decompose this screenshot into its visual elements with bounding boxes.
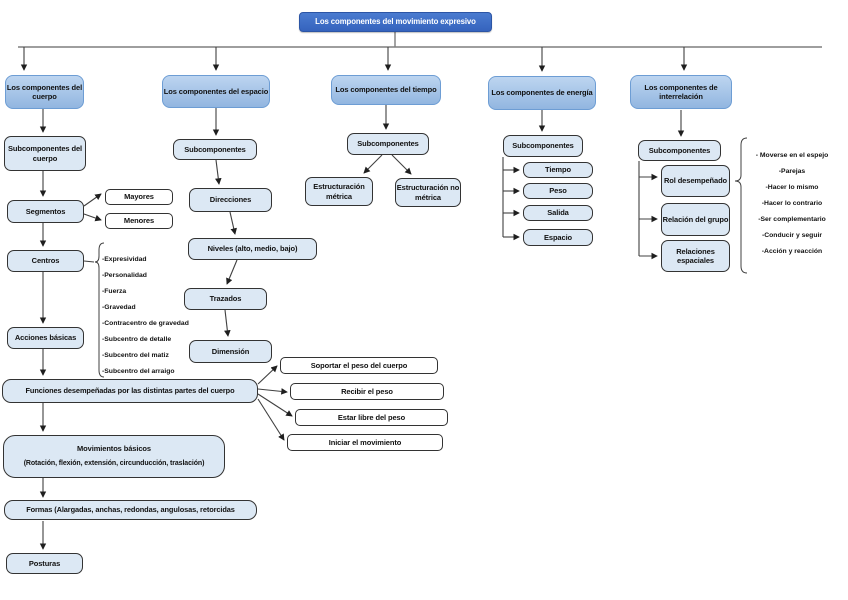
node-trazados: Trazados — [184, 288, 267, 310]
interrelacion-detail-item: -Hacer lo contrario — [761, 199, 823, 207]
interrelacion-detail-item: -Conducir y seguir — [761, 231, 823, 239]
centros-detail-item: -Expresividad — [102, 255, 147, 263]
interrelacion-detail-item: -Acción y reacción — [761, 247, 823, 255]
centros-detail-item: -Personalidad — [102, 271, 147, 279]
node-movimientos-basicos: Movimientos básicos (Rotación, flexión, … — [3, 435, 225, 478]
node-funciones: Funciones desempeñadas por las distintas… — [2, 379, 258, 403]
interrelacion-detail-item: - Moverse en el espejo — [755, 151, 829, 159]
node-relacion-del-grupo: Relación del grupo — [661, 203, 730, 236]
centros-detail-item: -Subcentro del arraigo — [102, 367, 175, 375]
interrelacion-detail-item: -Ser complementario — [758, 215, 826, 223]
node-relaciones-espaciales: Relaciones espaciales — [661, 240, 730, 272]
centros-detail-list: -Expresividad -Personalidad -Fuerza -Gra… — [102, 251, 197, 379]
node-root: Los componentes del movimiento expresivo — [299, 12, 492, 32]
node-energia-espacio: Espacio — [523, 229, 593, 246]
node-estructuracion-no-metrica: Estructuración no métrica — [395, 178, 461, 207]
node-header-tiempo: Los componentes del tiempo — [331, 75, 441, 105]
interrelacion-detail-list: - Moverse en el espejo -Parejas -Hacer l… — [740, 147, 844, 259]
node-subcomponentes-energia: Subcomponentes — [503, 135, 583, 157]
node-energia-tiempo: Tiempo — [523, 162, 593, 178]
node-iniciar-movimiento: Iniciar el movimiento — [287, 434, 443, 451]
node-subcomponentes-tiempo: Subcomponentes — [347, 133, 429, 155]
node-subcomponentes-interrelacion: Subcomponentes — [638, 140, 721, 161]
interrelacion-detail-item: -Hacer lo mismo — [765, 183, 819, 191]
node-header-interrelacion: Los componentes de interrelación — [630, 75, 732, 109]
node-mayores: Mayores — [105, 189, 173, 205]
centros-detail-item: -Contracentro de gravedad — [102, 319, 189, 327]
node-soportar-peso: Soportar el peso del cuerpo — [280, 357, 438, 374]
node-segmentos: Segmentos — [7, 200, 84, 223]
node-energia-salida: Salida — [523, 205, 593, 221]
node-estructuracion-metrica: Estructuración métrica — [305, 177, 373, 206]
movimientos-title: Movimientos básicos — [77, 443, 151, 453]
node-subcomponentes-espacio: Subcomponentes — [173, 139, 257, 160]
node-header-energia: Los componentes de energía — [488, 76, 596, 110]
interrelacion-detail-item: -Parejas — [778, 167, 806, 175]
node-recibir-peso: Recibir el peso — [290, 383, 444, 400]
node-header-espacio: Los componentes del espacio — [162, 75, 270, 108]
node-niveles: Niveles (alto, medio, bajo) — [188, 238, 317, 260]
node-centros: Centros — [7, 250, 84, 272]
node-estar-libre-peso: Estar libre del peso — [295, 409, 448, 426]
centros-detail-item: -Subcentro del matiz — [102, 351, 169, 359]
centros-detail-item: -Gravedad — [102, 303, 136, 311]
node-acciones-basicas: Acciones básicas — [7, 327, 84, 349]
node-posturas: Posturas — [6, 553, 83, 574]
node-formas: Formas (Alargadas, anchas, redondas, ang… — [4, 500, 257, 520]
node-subcomponentes-cuerpo: Subcomponentes del cuerpo — [4, 136, 86, 171]
centros-detail-item: -Subcentro de detalle — [102, 335, 172, 343]
node-direcciones: Direcciones — [189, 188, 272, 212]
movimientos-detail: (Rotación, flexión, extensión, circunduc… — [23, 460, 205, 468]
node-menores: Menores — [105, 213, 173, 229]
node-header-cuerpo: Los componentes del cuerpo — [5, 75, 84, 109]
node-energia-peso: Peso — [523, 183, 593, 199]
node-dimension: Dimensión — [189, 340, 272, 363]
node-rol-desempenado: Rol desempeñado — [661, 165, 730, 197]
centros-detail-item: -Fuerza — [102, 287, 127, 295]
